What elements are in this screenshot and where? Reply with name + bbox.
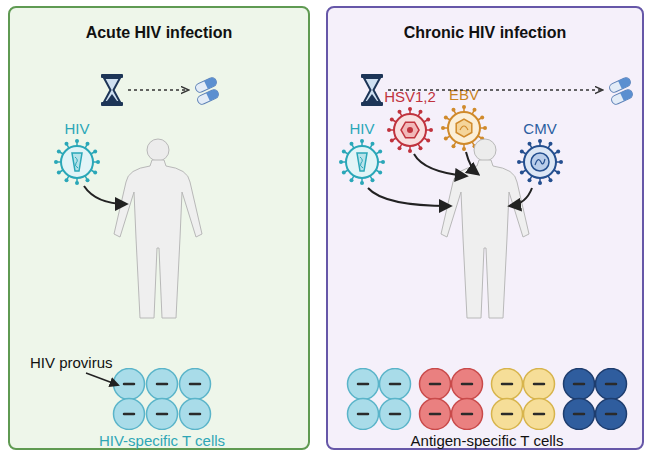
- virus-label: CMV: [523, 120, 556, 138]
- virus-node: HSV1,2: [380, 88, 440, 158]
- cell-label: Antigen-specific T cells: [411, 432, 564, 450]
- callout-label: HIV provirus: [30, 354, 113, 372]
- virus-icon: [53, 138, 101, 186]
- t-cell-grid: [77, 368, 247, 430]
- panel-box: Chronic HIV infectionHIV HSV1,2 EBV CMV Anti…: [326, 6, 644, 450]
- panel-box: Acute HIV infectionHIV HIV-specific T cel…: [8, 6, 310, 450]
- virus-node: EBV: [438, 86, 490, 156]
- virus-icon: [440, 104, 488, 152]
- panel-title: Acute HIV infection: [10, 24, 308, 42]
- virus-label: EBV: [449, 86, 479, 104]
- cell-group: Antigen-specific T cells: [337, 368, 637, 452]
- cell-group: HIV-specific T cells: [77, 368, 247, 452]
- virus-icon: [386, 106, 434, 154]
- virus-label: HIV: [64, 120, 89, 138]
- cell-label: HIV-specific T cells: [99, 432, 225, 450]
- virus-node: HIV: [336, 120, 388, 190]
- virus-icon: [516, 138, 564, 186]
- t-cell-grid: [337, 368, 637, 430]
- virus-label: HSV1,2: [384, 88, 436, 106]
- virus-label: HIV: [349, 120, 374, 138]
- virus-node: CMV: [514, 120, 566, 190]
- virus-icon: [338, 138, 386, 186]
- virus-node: HIV: [51, 120, 103, 190]
- panel-title: Chronic HIV infection: [328, 24, 642, 42]
